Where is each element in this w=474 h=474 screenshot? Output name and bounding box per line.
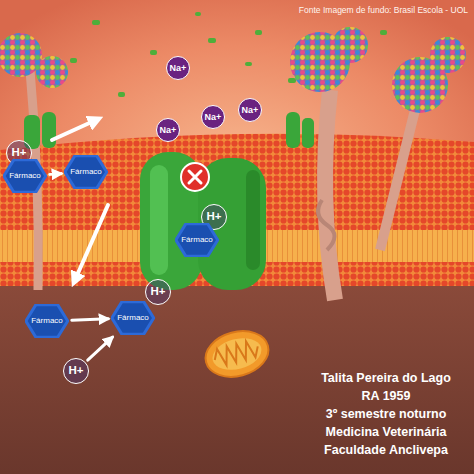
illustration-part xyxy=(140,152,202,290)
illustration-part xyxy=(332,27,368,63)
illustration-part xyxy=(36,56,68,88)
illustration-part xyxy=(318,200,335,250)
hexagon-shape xyxy=(112,302,154,335)
hexagon-shape xyxy=(4,160,46,193)
source-credit: Fonte Imagem de fundo: Brasil Escola - U… xyxy=(299,6,468,16)
node-text: Na+ xyxy=(205,113,222,122)
semester: 3º semestre noturno xyxy=(326,407,447,421)
node-text: Fármaco xyxy=(9,172,41,180)
node-text: Fármaco xyxy=(181,236,213,244)
illustration-part xyxy=(302,118,314,148)
node-text: Na+ xyxy=(242,106,259,115)
node-text: H+ xyxy=(68,365,83,377)
illustration-part xyxy=(430,37,466,73)
cell-surface xyxy=(0,0,474,290)
node-text: Na+ xyxy=(160,126,177,135)
hexagon-shape xyxy=(176,224,218,257)
sodium-ion: Na+ xyxy=(201,105,225,129)
flow-arrow xyxy=(88,337,113,360)
surface-dots xyxy=(70,12,387,97)
illustration-part xyxy=(212,339,260,368)
illustration-part xyxy=(150,165,168,275)
illustration-part xyxy=(200,324,273,383)
student-id: RA 1959 xyxy=(362,389,411,403)
illustration-part xyxy=(246,170,260,270)
illustration-part xyxy=(92,20,100,25)
illustration-part xyxy=(75,205,108,280)
mitochondrion xyxy=(200,324,273,383)
node-text: H+ xyxy=(206,211,221,223)
drug-hexagon: Fármaco xyxy=(25,304,69,338)
node-text: Fármaco xyxy=(117,314,149,322)
flow-arrow xyxy=(72,319,108,320)
illustration-part xyxy=(288,78,296,83)
cytoplasm xyxy=(0,286,474,474)
drug-hexagon: Fármaco xyxy=(64,155,108,189)
illustration-part xyxy=(245,62,252,66)
node-text: Fármaco xyxy=(70,168,102,176)
green-protein-cylinders xyxy=(24,112,314,149)
course: Medicina Veterinária xyxy=(326,425,447,439)
hexagon-shape xyxy=(65,156,107,189)
illustration-part xyxy=(70,58,77,63)
illustration-part xyxy=(380,110,415,250)
drug-hexagon: Fármaco xyxy=(111,301,155,335)
hexagon-shape xyxy=(26,305,68,338)
flow-arrows xyxy=(52,120,108,280)
illustration-part xyxy=(255,30,262,35)
node-text: H+ xyxy=(150,286,165,298)
illustration-part xyxy=(325,90,335,300)
drug-hexagon: Fármaco xyxy=(175,223,219,257)
illustration-part xyxy=(0,33,42,77)
illustration-part xyxy=(52,120,96,140)
drug-hexagon: Fármaco xyxy=(3,159,47,193)
institution: Faculdade Anclivepa xyxy=(324,443,448,457)
proton-ion: H+ xyxy=(63,358,89,384)
illustration-part xyxy=(380,30,387,35)
illustration-part xyxy=(209,333,265,375)
illustration-part xyxy=(150,50,157,55)
node-text: Na+ xyxy=(170,64,187,73)
illustration-part xyxy=(181,163,209,191)
glycoprotein-right xyxy=(290,27,466,300)
illustration-part xyxy=(195,12,201,16)
illustration-part xyxy=(286,112,300,148)
illustration-part xyxy=(189,171,201,183)
illustration-part xyxy=(118,92,125,97)
author-name: Talita Pereira do Lago xyxy=(321,371,451,385)
glycoprotein-left xyxy=(0,33,68,290)
sodium-ion: Na+ xyxy=(156,118,180,142)
sodium-ion: Na+ xyxy=(166,56,190,80)
proton-ion: H+ xyxy=(145,279,171,305)
flow-arrow xyxy=(50,172,61,176)
node-text: H+ xyxy=(11,147,26,159)
illustration-part xyxy=(208,38,216,43)
channel-protein xyxy=(140,152,266,290)
node-text: Fármaco xyxy=(31,317,63,325)
sodium-ion: Na+ xyxy=(238,98,262,122)
illustration-part xyxy=(42,112,56,148)
blocked-symbol xyxy=(181,163,209,191)
